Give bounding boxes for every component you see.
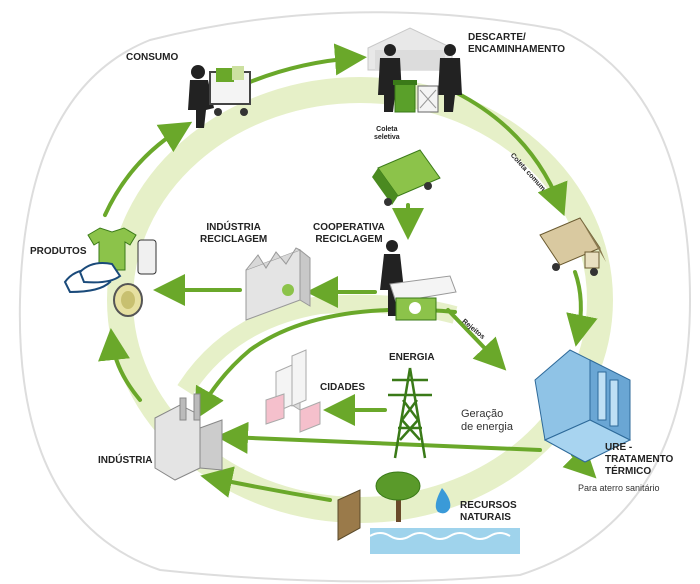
label-descarte-line1: DESCARTE/	[468, 32, 526, 43]
common-collection-truck	[539, 217, 606, 276]
products-group	[63, 227, 157, 317]
label-geracao-energia: Geração de energia	[461, 408, 513, 434]
label-cooperativa-line1: COOPERATIVA	[313, 222, 385, 233]
label-energia: ENERGIA	[389, 352, 435, 363]
label-aterro: Para aterro sanitário	[578, 483, 660, 493]
arrow-rejeitos	[446, 308, 507, 371]
arrow-recursos-to-industria	[200, 466, 332, 502]
trash-bin-icon	[417, 85, 439, 113]
cycle-arrows	[98, 43, 598, 502]
label-descarte-line2: ENCAMINHAMENTO	[468, 44, 566, 55]
ure-plant	[534, 349, 632, 463]
label-ure-line1: URE -	[605, 442, 633, 453]
factory	[154, 393, 223, 481]
label-cidades: CIDADES	[320, 382, 366, 393]
arrow-produtos-to-consumo	[103, 121, 193, 217]
arrow-consumo-to-descarte	[248, 43, 367, 84]
arrow-coleta-to-ure	[566, 270, 598, 347]
label-consumo: CONSUMO	[126, 52, 179, 63]
recycling-industry-building	[245, 247, 311, 321]
label-ure: URE - TRATAMENTO TÉRMICO	[605, 442, 673, 478]
arrow-ure-to-aterro	[562, 444, 597, 479]
label-coleta-seletiva: Coleta seletiva	[374, 126, 400, 142]
label-ure-line3: TÉRMICO	[605, 466, 652, 477]
label-industria-reciclagem-line2: RECICLAGEM	[200, 234, 268, 245]
arrow-ure-to-industria	[216, 421, 542, 454]
cooperative-worker	[380, 240, 457, 321]
label-coleta-seletiva-line1: Coleta	[376, 126, 398, 133]
energy-tower	[388, 367, 432, 459]
label-industria-reciclagem-line1: INDÚSTRIA	[206, 222, 261, 233]
descarte-people	[378, 44, 462, 112]
water-drop-icon	[435, 488, 451, 514]
label-cooperativa: COOPERATIVA RECICLAGEM	[313, 222, 385, 246]
label-industria: INDÚSTRIA	[98, 455, 153, 466]
label-industria-reciclagem: INDÚSTRIA RECICLAGEM	[200, 222, 267, 246]
label-recursos-naturais: RECURSOS NATURAIS	[460, 500, 517, 524]
arrow-industria-to-produtos	[98, 328, 142, 402]
label-ure-line2: TRATAMENTO	[605, 454, 674, 465]
label-geracao-line1: Geração	[461, 408, 504, 420]
label-cooperativa-line2: RECICLAGEM	[315, 234, 383, 245]
arrow-descarte-to-coleta-comum	[453, 90, 568, 217]
label-geracao-line2: de energia	[461, 421, 513, 433]
selective-collection-truck	[372, 149, 441, 206]
natural-resources	[337, 471, 520, 554]
label-recursos-line1: RECURSOS	[460, 500, 517, 511]
tshirt-icon	[87, 227, 137, 271]
phone-icon	[137, 239, 157, 275]
shopper-with-cart	[188, 65, 251, 128]
label-recursos-line2: NATURAIS	[460, 512, 511, 523]
label-coleta-seletiva-line2: seletiva	[374, 134, 400, 141]
city-buildings	[265, 349, 321, 433]
label-produtos: PRODUTOS	[30, 246, 87, 257]
recycling-bin-icon	[393, 80, 417, 113]
label-descarte: DESCARTE/ ENCAMINHAMENTO	[468, 32, 565, 56]
